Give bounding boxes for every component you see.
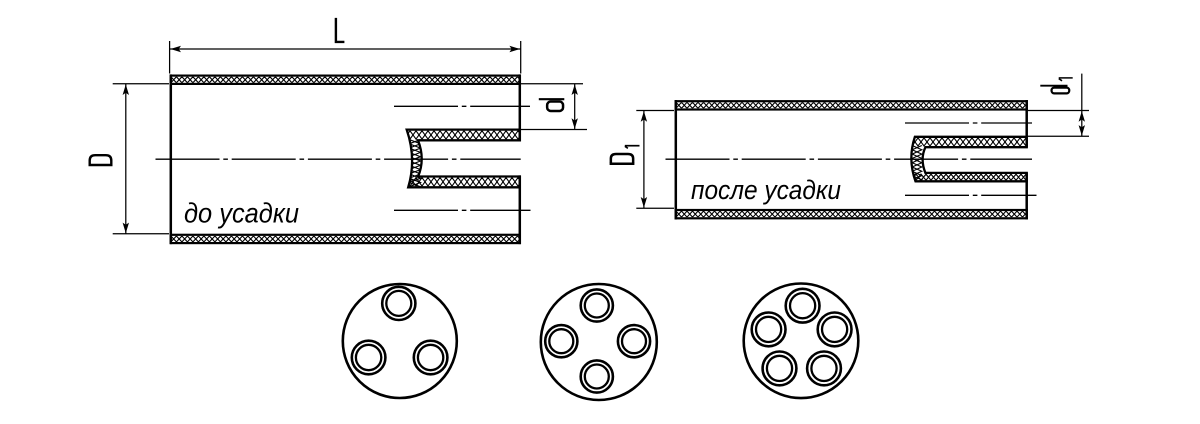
svg-text:после усадки: после усадки (691, 175, 841, 205)
svg-text:до усадки: до усадки (184, 198, 299, 229)
